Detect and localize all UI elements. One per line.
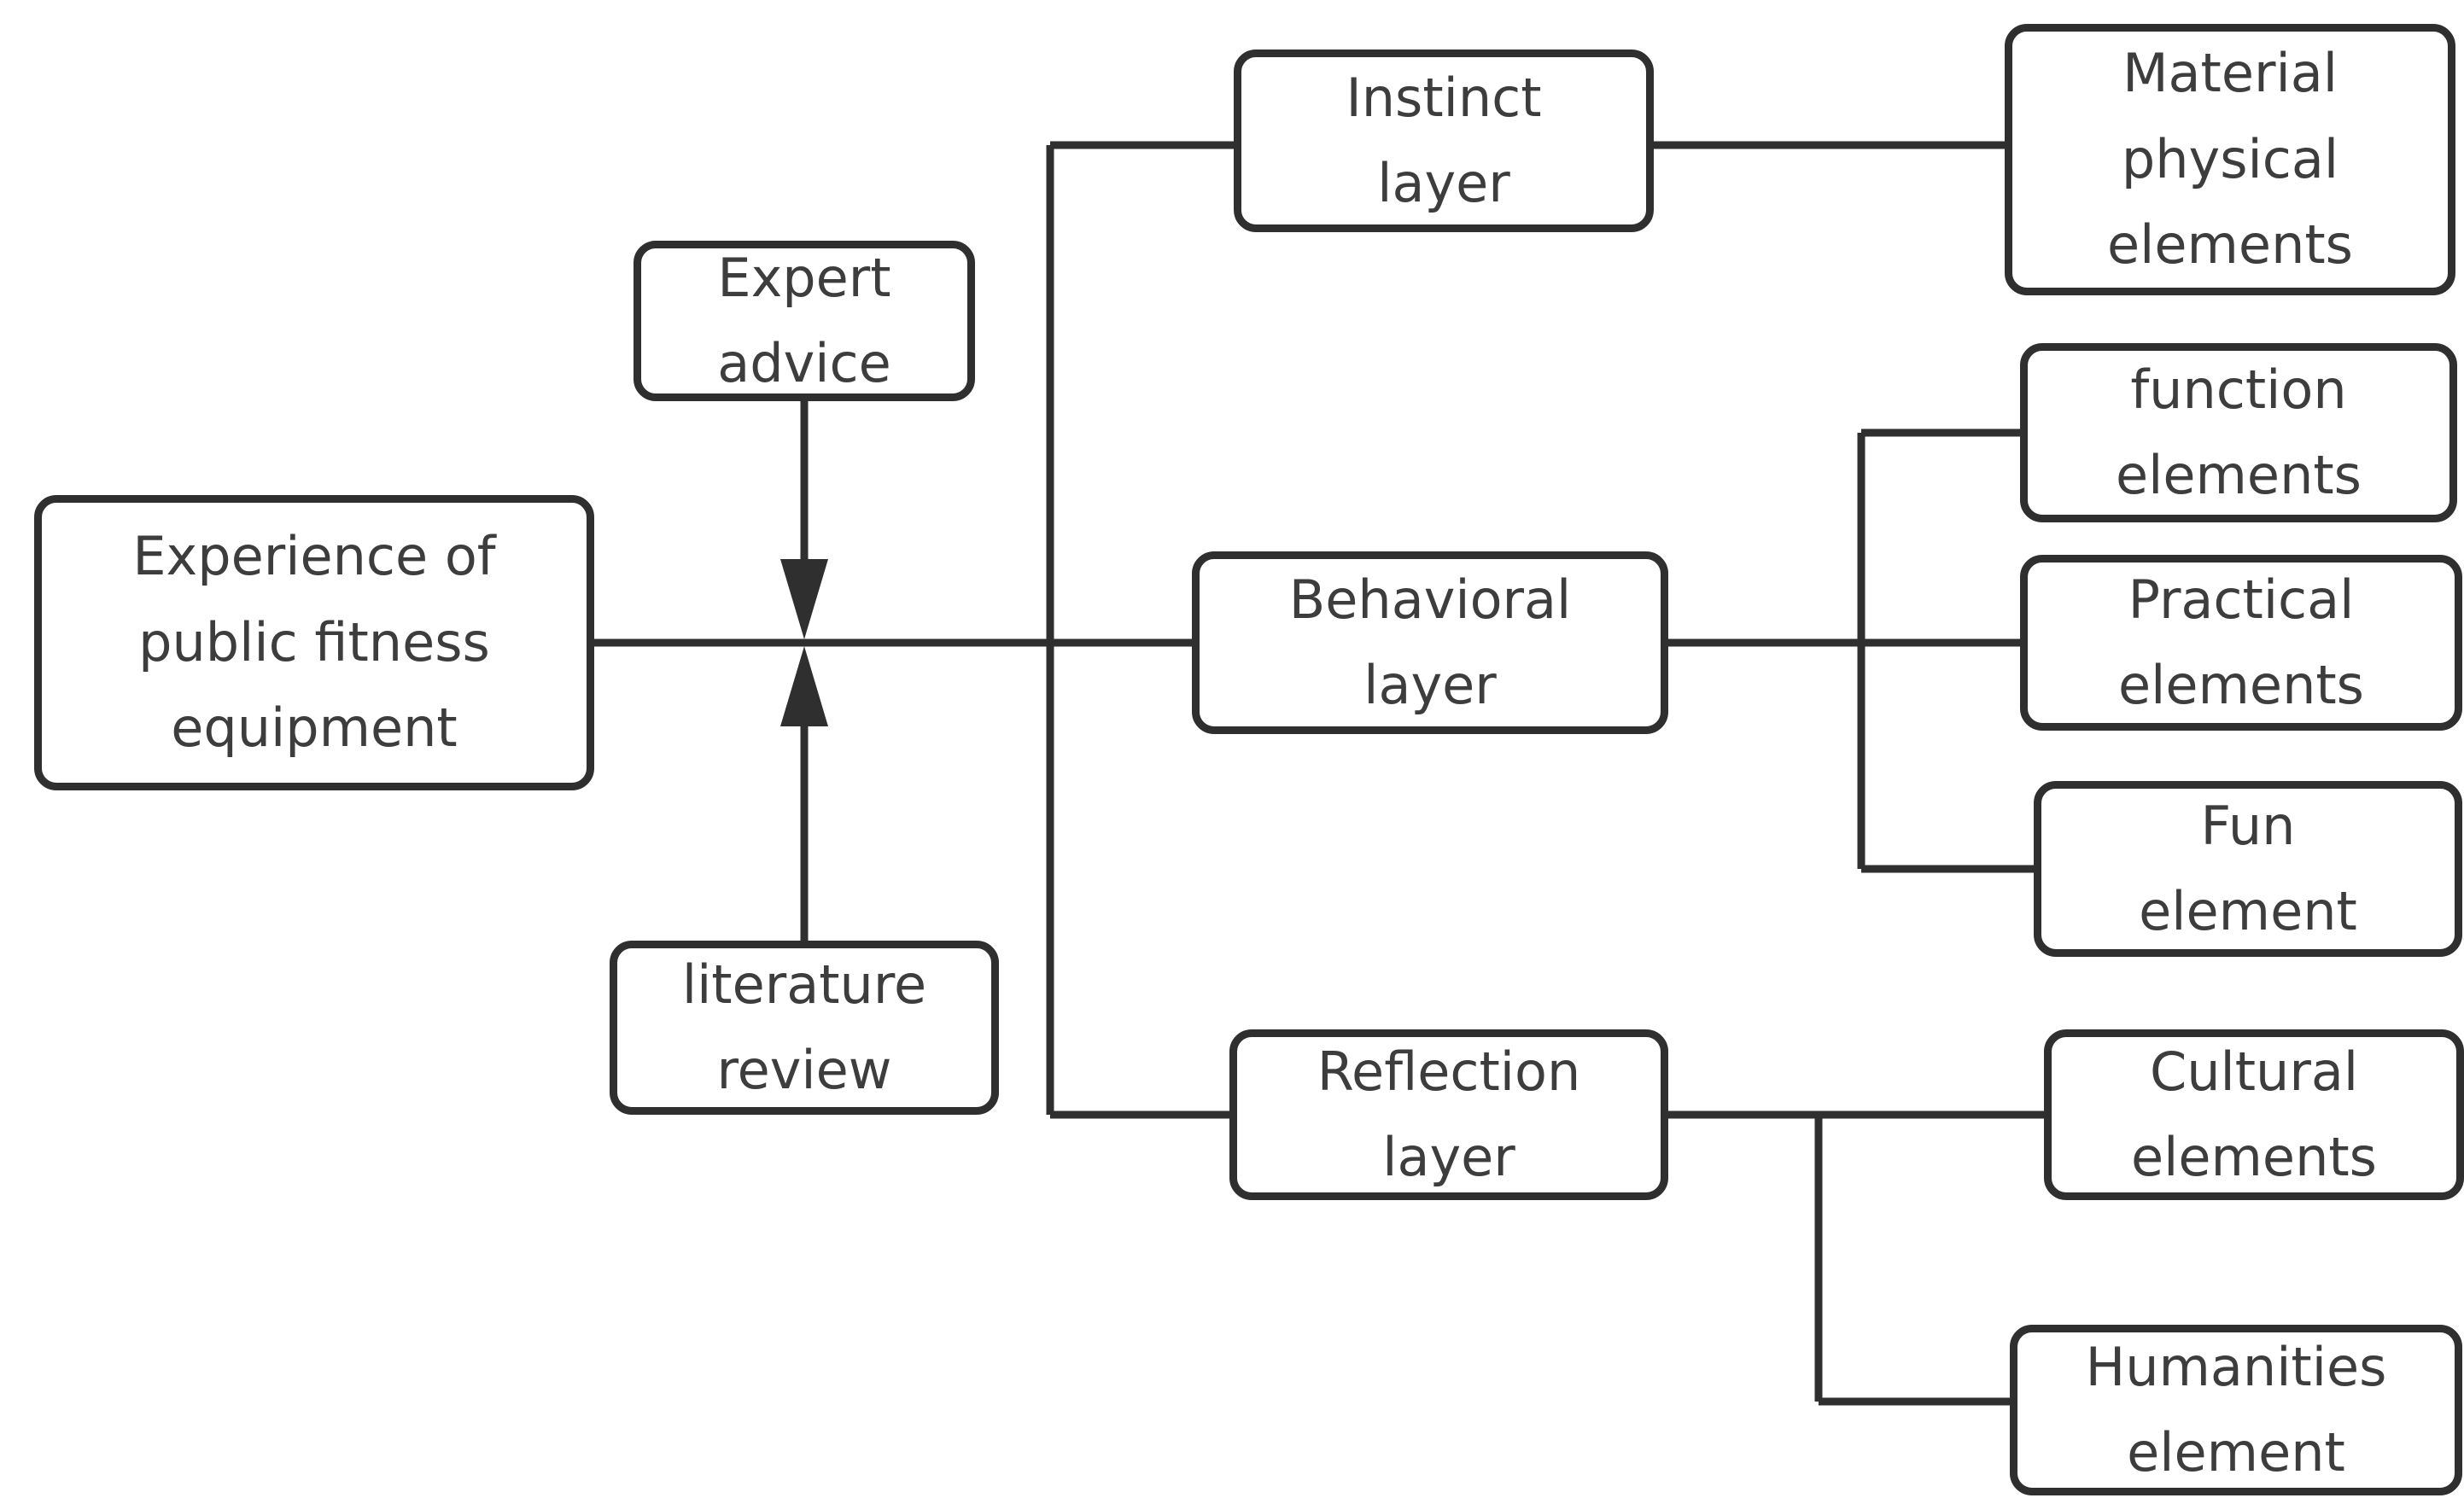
- node-literature-review: literature review: [610, 941, 999, 1115]
- arrowhead-up-icon: [780, 646, 828, 726]
- node-expert-advice: Expert advice: [634, 241, 975, 401]
- node-fun-element: Fun element: [2034, 781, 2462, 957]
- node-behavioral-layer: Behavioral layer: [1192, 551, 1668, 734]
- node-humanities-element: Humanities element: [2010, 1325, 2462, 1495]
- arrowhead-down-icon: [780, 559, 828, 639]
- node-reflection-layer: Reflection layer: [1229, 1029, 1668, 1200]
- node-material-physical-elements: Material physical elements: [2005, 24, 2455, 295]
- node-practical-elements: Practical elements: [2020, 555, 2462, 731]
- node-cultural-elements: Cultural elements: [2044, 1029, 2464, 1200]
- node-function-elements: function elements: [2020, 343, 2457, 522]
- node-experience-of-public-fitness-equipment: Experience of public fitness equipment: [34, 495, 594, 790]
- node-instinct-layer: Instinct layer: [1234, 50, 1654, 232]
